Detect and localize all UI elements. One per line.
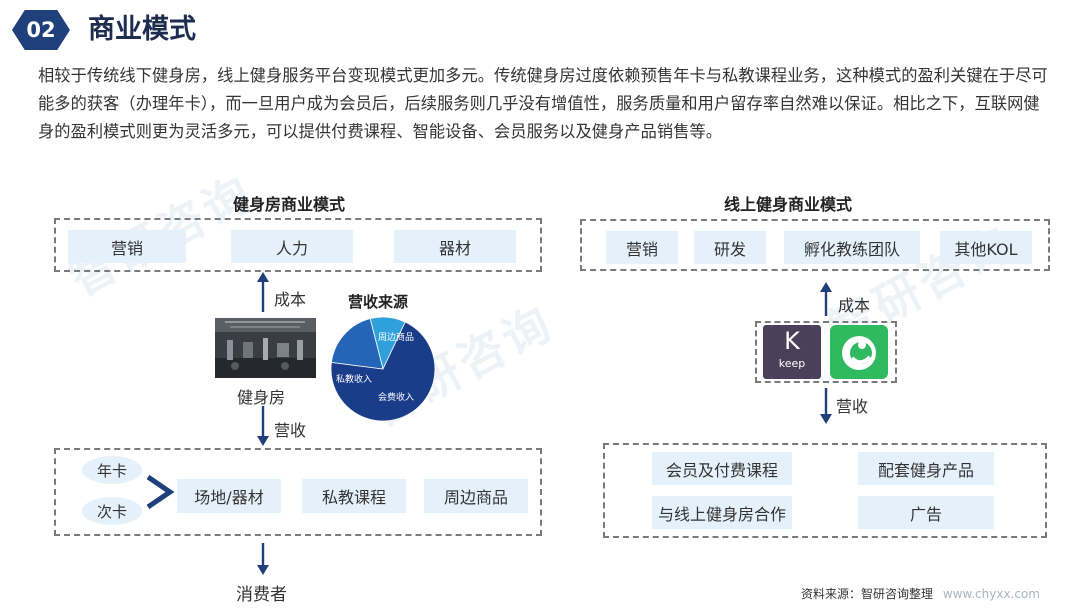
online-revenue-box [603, 443, 1047, 538]
gym-revenue-item: 私教课程 [302, 479, 406, 513]
keep-logo: K keep [763, 325, 821, 379]
online-cost-arrow-up-icon [820, 282, 832, 316]
source-url: www.chyxx.com [942, 587, 1040, 601]
gym-revenue-box [54, 448, 542, 536]
revenue-source-title: 营收来源 [348, 293, 409, 311]
app-logos-box [755, 321, 897, 383]
online-revenue-item: 会员及付费课程 [652, 452, 792, 485]
online-model-title: 线上健身商业模式 [724, 195, 853, 214]
online-revenue-item: 配套健身产品 [858, 452, 994, 485]
pie-slice-label: 周边商品 [378, 331, 414, 343]
online-cost-item: 其他KOL [940, 231, 1032, 264]
pie-slice [330, 318, 384, 370]
pie-slice-label: 会费收入 [378, 391, 414, 403]
annual-card-oval: 年卡 [82, 456, 142, 484]
online-cost-item: 研发 [694, 231, 766, 264]
intro-paragraph: 相较于传统线下健身房，线上健身服务平台变现模式更加多元。传统健身房过度依赖预售年… [38, 66, 1048, 141]
chevron-right-icon [146, 474, 175, 510]
gym-cost-box [54, 218, 542, 272]
fitness-app-logo [830, 325, 888, 379]
gym-revenue-item: 周边商品 [424, 479, 528, 513]
pie-slice [330, 321, 436, 422]
source-text: 资料来源：智研咨询整理 [801, 587, 934, 601]
gym-revenue-label: 营收 [274, 421, 307, 440]
online-revenue-item: 与线上健身房合作 [652, 496, 792, 529]
gym-cost-label: 成本 [274, 290, 307, 309]
online-cost-label: 成本 [838, 296, 871, 315]
section-number-badge: 02 [12, 10, 70, 50]
keep-logo-letter: K [784, 327, 800, 355]
pie-slice-label: 私教收入 [336, 373, 372, 385]
online-cost-item: 孵化教练团队 [784, 231, 920, 264]
online-revenue-item: 广告 [858, 496, 994, 529]
gym-cost-item: 人力 [231, 230, 353, 263]
online-revenue-label: 营收 [836, 397, 869, 416]
page-title: 商业模式 [88, 14, 196, 45]
gym-revenue-item: 场地/器材 [177, 479, 281, 513]
revenue-arrow-down-icon [257, 406, 269, 446]
gym-cost-item: 营销 [68, 230, 186, 263]
gym-photo [215, 318, 316, 378]
source-note: 资料来源：智研咨询整理 www.chyxx.com [801, 585, 1040, 602]
online-cost-box [580, 219, 1050, 271]
gym-cost-item: 器材 [394, 230, 516, 263]
cost-arrow-up-icon [257, 272, 269, 312]
online-revenue-arrow-down-icon [820, 388, 832, 424]
consumer-arrow-down-icon [257, 543, 269, 575]
keep-logo-text: keep [778, 357, 806, 370]
gym-model-title: 健身房商业模式 [233, 195, 346, 214]
gym-photo-caption: 健身房 [237, 388, 286, 407]
fitness-app-icon [842, 336, 876, 370]
session-card-oval: 次卡 [82, 497, 142, 525]
consumer-label: 消费者 [236, 585, 287, 605]
online-cost-item: 营销 [606, 231, 678, 264]
